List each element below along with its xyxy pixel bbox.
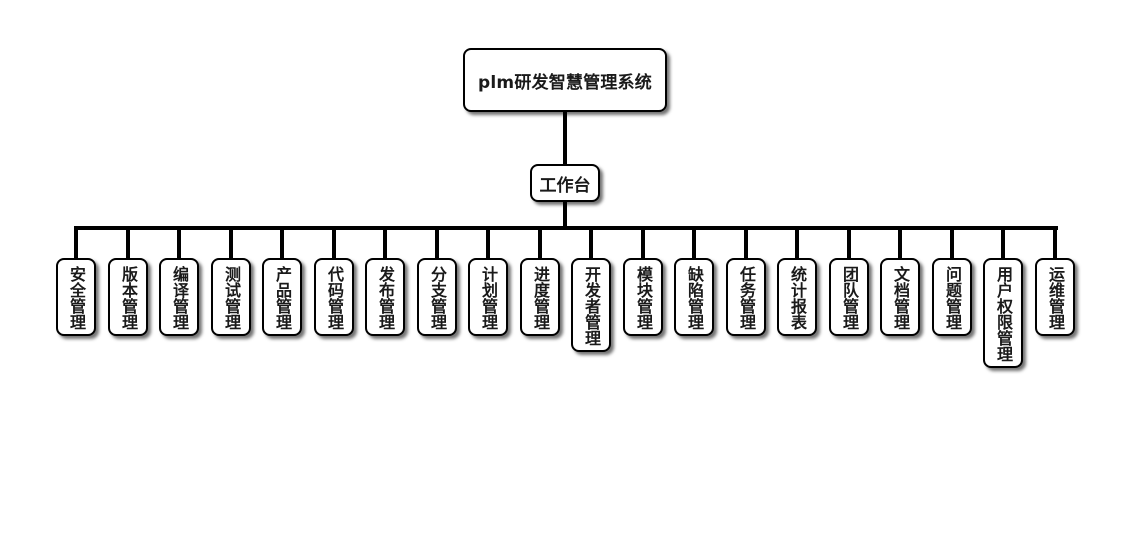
leaf-node-operations: 运维管理 [1035,258,1075,336]
connector-drop [795,226,799,258]
leaf-node-product: 产品管理 [262,258,302,336]
leaf-node-module: 模块管理 [623,258,663,336]
connector-drop [538,226,542,258]
leaf-node-team: 团队管理 [829,258,869,336]
root-node: plm研发智慧管理系统 [463,48,667,112]
connector-drop [744,226,748,258]
leaf-node-document: 文档管理 [880,258,920,336]
connector-drop [74,226,78,258]
connector-drop [177,226,181,258]
connector-drop [126,226,130,258]
hub-node-workbench: 工作台 [530,164,600,202]
connector-root-to-hub [563,112,567,164]
connector-drop [1001,226,1005,258]
connector-drop [641,226,645,258]
leaf-node-progress: 进度管理 [520,258,560,336]
connector-drop [1053,226,1057,258]
connector-drop [435,226,439,258]
leaf-node-branch: 分支管理 [417,258,457,336]
leaf-node-statistics: 统计报表 [777,258,817,336]
leaf-node-build: 编译管理 [159,258,199,336]
leaf-node-release: 发布管理 [365,258,405,336]
connector-horizontal-bus [74,226,1058,230]
leaf-node-defect: 缺陷管理 [674,258,714,336]
connector-drop [950,226,954,258]
leaf-node-user-permission: 用户权限管理 [983,258,1023,368]
leaf-node-developer: 开发者管理 [571,258,611,352]
leaf-node-version: 版本管理 [108,258,148,336]
leaf-node-plan: 计划管理 [468,258,508,336]
leaf-node-issue: 问题管理 [932,258,972,336]
connector-drop [898,226,902,258]
leaf-node-testing: 测试管理 [211,258,251,336]
leaf-node-task: 任务管理 [726,258,766,336]
leaf-node-security: 安全管理 [56,258,96,336]
connector-drop [383,226,387,258]
connector-drop [589,226,593,258]
connector-drop [229,226,233,258]
connector-hub-to-bus [563,202,567,228]
leaf-node-code: 代码管理 [314,258,354,336]
connector-drop [280,226,284,258]
connector-drop [486,226,490,258]
connector-drop [847,226,851,258]
connector-drop [332,226,336,258]
connector-drop [692,226,696,258]
